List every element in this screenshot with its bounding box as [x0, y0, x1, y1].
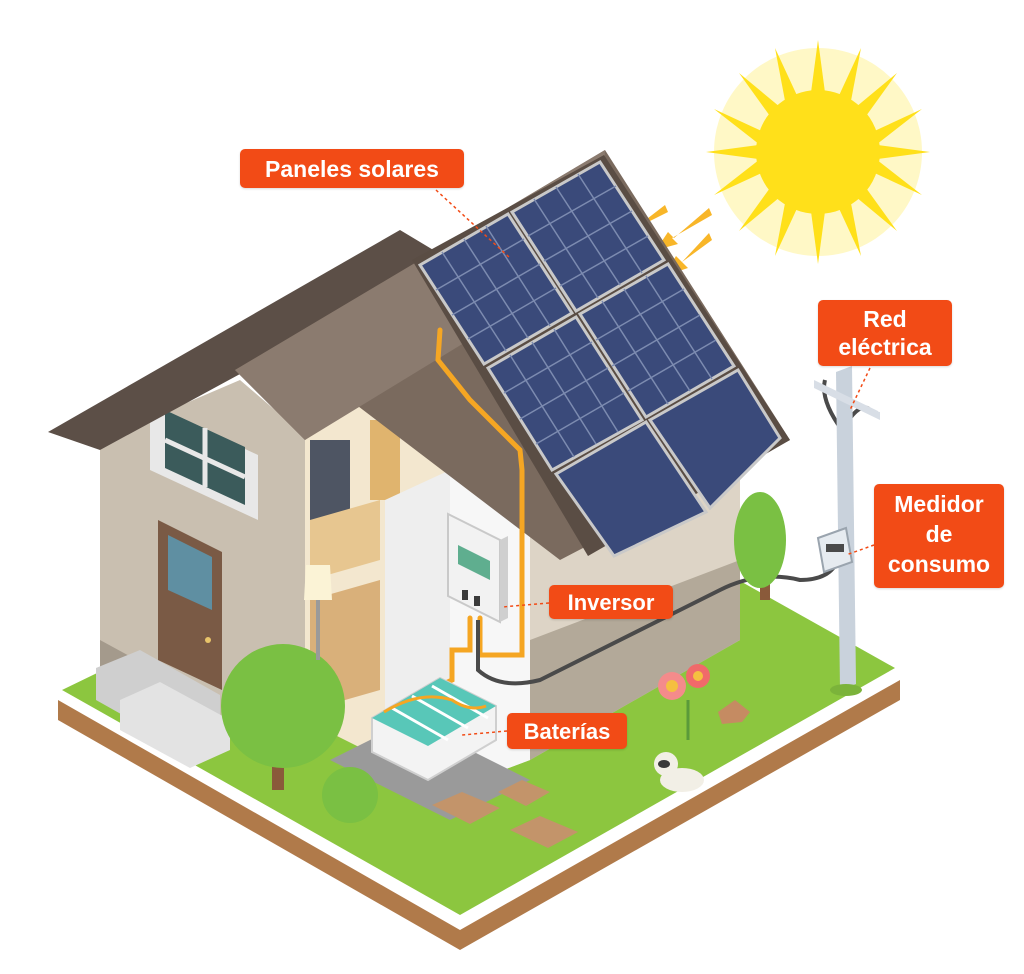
stepping-stones — [432, 780, 578, 848]
batteries-label-text: Baterías — [523, 719, 611, 744]
grid-label-line2: eléctrica — [838, 333, 932, 360]
door-icon — [158, 520, 222, 690]
inverter-label: Inversor — [549, 585, 673, 619]
solar-panels-label-text: Paneles solares — [265, 156, 439, 182]
tree-icon — [221, 492, 786, 823]
meter-label-line2: de — [925, 520, 953, 547]
meter-label-line1: Medidor — [894, 491, 984, 517]
grid-label-line1: Red — [863, 306, 907, 332]
window-icon — [150, 405, 258, 520]
lamp-icon — [304, 565, 332, 660]
flower-icon — [658, 664, 750, 740]
dog-icon — [654, 752, 704, 792]
inverter-icon — [447, 512, 508, 624]
grid-label: Red eléctrica — [818, 300, 952, 366]
sun-icon — [706, 40, 930, 264]
inverter-label-text: Inversor — [567, 590, 655, 615]
solar-panels-label: Paneles solares — [240, 149, 464, 188]
meter-icon — [816, 526, 854, 574]
batteries-label: Baterías — [507, 713, 627, 749]
meter-label: Medidor de consumo — [874, 484, 1004, 588]
batteries-icon — [371, 676, 497, 782]
leader-lines — [435, 189, 875, 736]
meter-label-line3: consumo — [887, 550, 991, 577]
